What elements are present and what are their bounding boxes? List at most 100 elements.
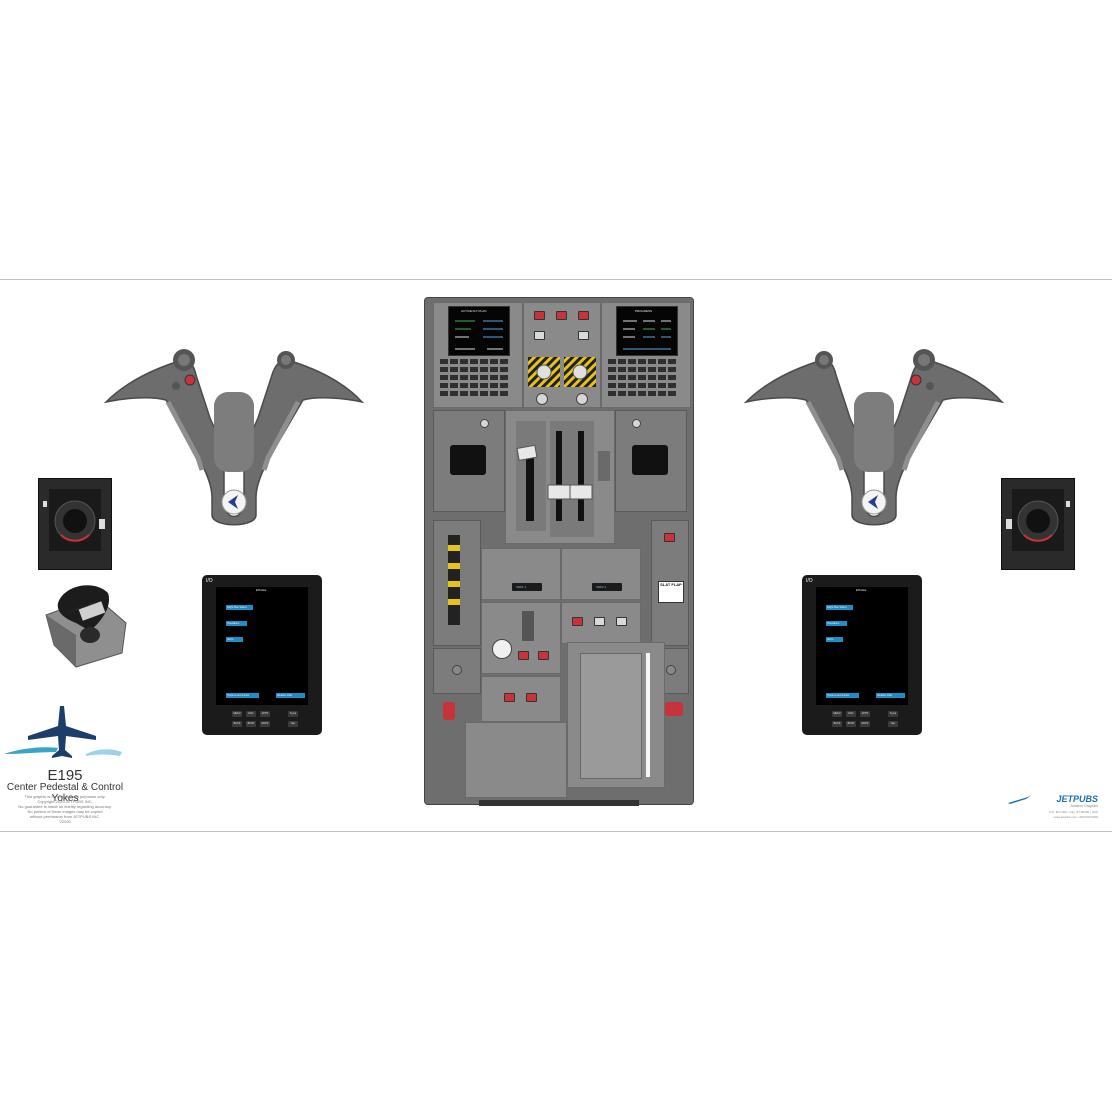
- mfd-key[interactable]: BKSP: [846, 721, 856, 727]
- left-mcdu-screen: ACTIVE FLT PLAN: [448, 306, 510, 356]
- mfd-key[interactable]: ENTR: [860, 721, 870, 727]
- speedbrake-lever-icon: [448, 535, 460, 625]
- tiller-knob-icon: [1006, 489, 1070, 551]
- trim-knob[interactable]: [480, 419, 489, 428]
- press-button[interactable]: [594, 617, 605, 626]
- trim-knob[interactable]: [632, 419, 641, 428]
- speedbrake-panel[interactable]: [433, 520, 481, 646]
- flap-button[interactable]: [664, 533, 675, 542]
- fine-print-line: No guarantee is made on fidelity regardi…: [18, 804, 112, 809]
- left-tiller-panel[interactable]: [38, 478, 112, 570]
- mfd-key[interactable]: BACK: [232, 721, 242, 727]
- brand-swoosh-icon: [1008, 795, 1032, 804]
- mfd-menu-item[interactable]: Flight Plan Status: [826, 605, 853, 610]
- fire-button[interactable]: [534, 311, 545, 320]
- left-mfd: I/O ETA Alert Flight Plan Status Operati…: [202, 575, 322, 735]
- right-radio-panel[interactable]: VHF2 1: [561, 548, 641, 600]
- mfd-menu-item[interactable]: Alerts: [226, 637, 243, 642]
- steering-handle[interactable]: [36, 575, 132, 671]
- bottom-divider: [0, 831, 1112, 832]
- mfd-key[interactable]: Sysrq: [888, 711, 898, 717]
- press-button[interactable]: [616, 617, 627, 626]
- aircraft-logo-icon: [4, 706, 122, 758]
- mfd-screen: ETA Alert Flight Plan Status Operations …: [216, 587, 308, 705]
- left-red-handle[interactable]: [443, 702, 455, 720]
- press-button[interactable]: [572, 617, 583, 626]
- brand-address: P.O. Box 000 • City, ST 00000 • USA: [1049, 810, 1098, 814]
- mfd-key[interactable]: ESC: [846, 711, 856, 717]
- brand-tagline: Aviation Graphics: [1070, 804, 1098, 808]
- mfd-footer-right[interactable]: Weather Plan: [876, 693, 905, 698]
- emergency-knob[interactable]: [666, 665, 676, 675]
- tiller-knob-icon: [43, 489, 105, 551]
- left-mcdu[interactable]: ACTIVE FLT PLAN: [433, 302, 523, 408]
- right-mfd: I/O ETA Alert Flight Plan Status Operati…: [802, 575, 922, 735]
- radio-display: VHF1 1: [512, 583, 542, 591]
- fuel-button[interactable]: [504, 693, 515, 702]
- mfd-key[interactable]: Nav: [888, 721, 898, 727]
- parking-brake[interactable]: [522, 611, 534, 641]
- mfd-screen: ETA Alert Flight Plan Status Operations …: [816, 587, 908, 705]
- mfd-key[interactable]: BACK: [832, 721, 842, 727]
- mfd-menu-item[interactable]: Operations: [226, 621, 247, 626]
- radio-frequency: VHF2 1: [596, 585, 607, 589]
- poster-title: E195: [47, 767, 83, 784]
- selector-knob[interactable]: [536, 393, 548, 405]
- fuel-button[interactable]: [526, 693, 537, 702]
- slot-indicator: [646, 653, 650, 777]
- mfd-key[interactable]: ENTR: [260, 721, 270, 727]
- mfd-key[interactable]: MENU: [832, 711, 842, 717]
- left-emergency-panel[interactable]: [433, 648, 481, 694]
- fire-button[interactable]: [578, 311, 589, 320]
- mcdu-lines-icon: [455, 320, 503, 350]
- emergency-knob[interactable]: [452, 665, 462, 675]
- trim-window: [632, 445, 668, 475]
- mfd-footer-right[interactable]: Weather Plan: [276, 693, 305, 698]
- test-button[interactable]: [578, 331, 589, 340]
- mcdu-title: ACTIVE FLT PLAN: [461, 309, 487, 313]
- mfd-key[interactable]: Sysrq: [288, 711, 298, 717]
- pedestal-base: [479, 800, 639, 806]
- mfd-menu-item[interactable]: Alerts: [826, 637, 843, 642]
- mfd-key[interactable]: APPS: [260, 711, 270, 717]
- lower-center-panel: [567, 642, 665, 788]
- radio-display: VHF2 1: [592, 583, 622, 591]
- slat-flap-lever[interactable]: SLAT FLAP: [658, 581, 684, 603]
- mfd-key[interactable]: BKSP: [246, 721, 256, 727]
- brand-contact: www.jetpubs.com • 000.000.0000: [1053, 815, 1098, 819]
- fire-button[interactable]: [556, 311, 567, 320]
- autobrake-knob[interactable]: [492, 639, 512, 659]
- mfd-footer-left[interactable]: Systems and Faults: [826, 693, 859, 698]
- mfd-key[interactable]: MENU: [232, 711, 242, 717]
- slat-flap-panel[interactable]: SLAT FLAP: [651, 520, 689, 646]
- mfd-menu-item[interactable]: Operations: [826, 621, 847, 626]
- mfd-key[interactable]: ESC: [246, 711, 256, 717]
- right-mcdu-screen: PROGRESS: [616, 306, 678, 356]
- center-pedestal: ACTIVE FLT PLAN PROGRESS: [424, 297, 694, 806]
- brake-button[interactable]: [518, 651, 529, 660]
- selector-knob[interactable]: [576, 393, 588, 405]
- left-control-yoke[interactable]: [98, 340, 368, 530]
- mfd-footer-left[interactable]: Systems and Faults: [226, 693, 259, 698]
- right-mcdu[interactable]: PROGRESS: [601, 302, 691, 408]
- mfd-key[interactable]: Nav: [288, 721, 298, 727]
- trim-window: [450, 445, 486, 475]
- brake-button[interactable]: [538, 651, 549, 660]
- left-trim-panel[interactable]: [433, 410, 505, 512]
- fire-panel[interactable]: [523, 302, 601, 408]
- pressurization-panel[interactable]: [561, 602, 641, 644]
- fine-print-line: This graphic is for instructional purpos…: [24, 794, 106, 799]
- mfd-key[interactable]: APPS: [860, 711, 870, 717]
- right-trim-panel[interactable]: [615, 410, 687, 512]
- brand-name: JETPUBS: [1056, 794, 1098, 804]
- right-tiller-panel[interactable]: [1001, 478, 1075, 570]
- left-radio-panel[interactable]: VHF1 1: [481, 548, 561, 600]
- autobrake-panel[interactable]: [481, 602, 561, 674]
- throttle-quadrant[interactable]: [505, 410, 615, 544]
- right-control-yoke[interactable]: [738, 340, 1008, 530]
- mcdu-keypad-icon: [440, 359, 508, 396]
- test-button[interactable]: [534, 331, 545, 340]
- fuel-panel[interactable]: [481, 676, 561, 722]
- mfd-menu-item[interactable]: Flight Plan Status: [226, 605, 253, 610]
- right-red-handle[interactable]: [665, 702, 683, 716]
